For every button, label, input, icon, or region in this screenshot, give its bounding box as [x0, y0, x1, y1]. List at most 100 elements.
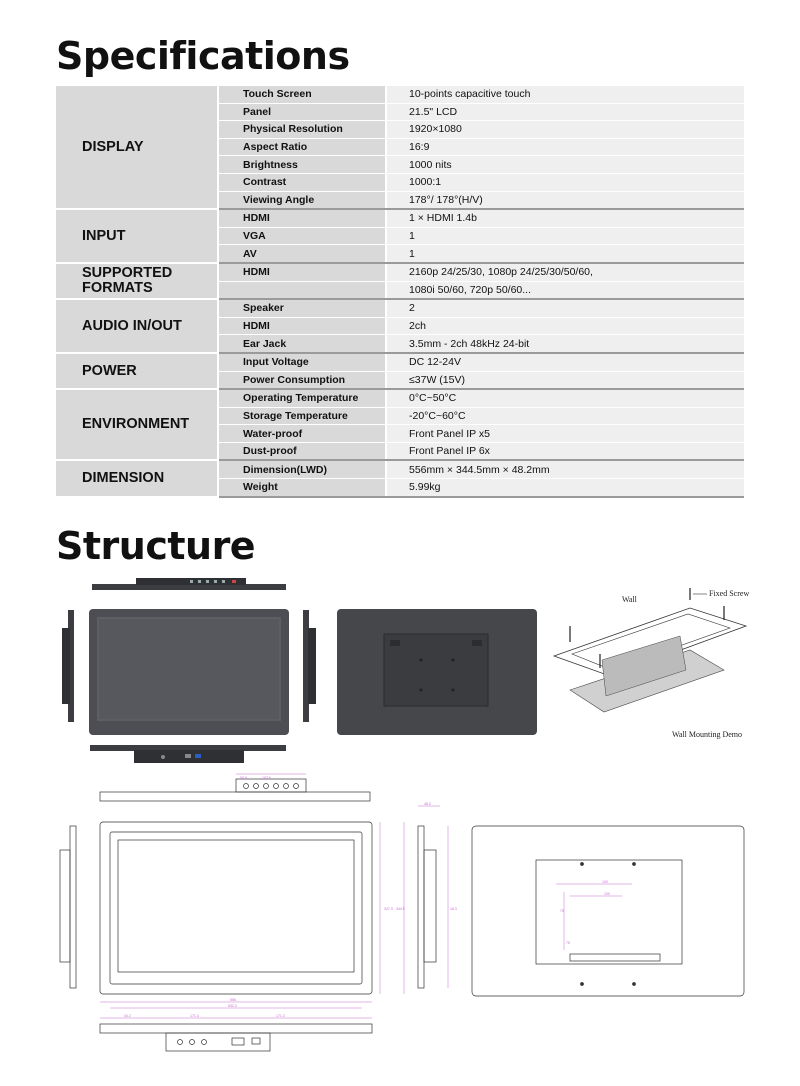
- spec-value: 1000:1: [386, 173, 744, 192]
- spec-category: SUPPORTED FORMATS: [56, 262, 219, 301]
- spec-label: HDMI: [218, 317, 387, 336]
- spec-category: DIMENSION: [56, 460, 219, 498]
- spec-value: Front Panel IP 6x: [386, 442, 744, 462]
- spec-value: 1 × HDMI 1.4b: [386, 209, 744, 228]
- spec-value: 2160p 24/25/30, 1080p 24/25/30/50/60,: [386, 262, 744, 282]
- spec-label: HDMI: [218, 209, 387, 228]
- spec-value: 556mm × 344.5mm × 48.2mm: [386, 460, 744, 480]
- specifications-heading: Specifications: [56, 34, 350, 78]
- dim-bottom-a: 556: [230, 998, 236, 1002]
- spec-value: 1: [386, 227, 744, 246]
- spec-label: Dimension(LWD): [218, 460, 387, 480]
- spec-value: 1080i 50/60, 720p 50/60...: [386, 281, 744, 301]
- spec-label: VGA: [218, 227, 387, 246]
- dim-rear-d: 75: [566, 941, 570, 945]
- dim-rear-c: 75: [560, 909, 564, 913]
- spec-value: 0°C~50°C: [386, 389, 744, 408]
- dim-bottom-b: 532.3: [228, 1004, 237, 1008]
- spec-row: Storage Temperature-20°C~60°C: [56, 407, 744, 426]
- right-technical-view: [417, 805, 449, 989]
- dim-bottom-part-b: 171.3: [190, 1014, 199, 1018]
- spec-label: HDMI: [218, 262, 387, 282]
- spec-label: Power Consumption: [218, 371, 387, 391]
- spec-value: 5.99kg: [386, 478, 744, 498]
- spec-category: ENVIRONMENT: [56, 389, 219, 462]
- wall-mounting-demo-label: Wall Mounting Demo: [672, 730, 742, 739]
- spec-category: INPUT: [56, 209, 219, 264]
- top-edge-view: [92, 578, 286, 590]
- spec-value: 21.5" LCD: [386, 103, 744, 122]
- rear-technical-view: [471, 825, 745, 997]
- dim-bottom-part-c: 171.3: [276, 1014, 285, 1018]
- left-technical-view: [59, 825, 77, 989]
- spec-value: 1: [386, 244, 744, 264]
- wall-label: Wall: [622, 595, 638, 604]
- bottom-edge-view: [90, 745, 286, 763]
- structure-heading: Structure: [56, 524, 256, 568]
- dim-rear-a: 100: [602, 880, 608, 884]
- spec-value: 16:9: [386, 138, 744, 157]
- spec-value: DC 12-24V: [386, 352, 744, 372]
- spec-label: Input Voltage: [218, 352, 387, 372]
- spec-row: Power Consumption≤37W (15V): [56, 371, 744, 391]
- spec-label: Brightness: [218, 155, 387, 174]
- dim-right-d: 16.3: [450, 907, 457, 911]
- dim-right-c: 48.2: [424, 802, 431, 806]
- spec-category: AUDIO IN/OUT: [56, 299, 219, 354]
- spec-label: Ear Jack: [218, 334, 387, 354]
- fixed-screw-label: Fixed Screw: [709, 589, 749, 598]
- top-technical-view: [99, 773, 371, 802]
- spec-row: 1080i 50/60, 720p 50/60...: [56, 281, 744, 301]
- spec-label: Touch Screen: [218, 86, 387, 104]
- left-side-view: [62, 610, 74, 722]
- dim-top-b: 103.6: [262, 776, 271, 780]
- spec-category: DISPLAY: [56, 86, 219, 211]
- front-technical-view: [99, 821, 405, 1009]
- spec-value: 3.5mm - 2ch 48kHz 24-bit: [386, 334, 744, 354]
- spec-label: Storage Temperature: [218, 407, 387, 426]
- spec-label: Dust-proof: [218, 442, 387, 462]
- right-side-view: [303, 610, 316, 722]
- spec-value: ≤37W (15V): [386, 371, 744, 391]
- spec-label: Weight: [218, 478, 387, 498]
- spec-value: 2ch: [386, 317, 744, 336]
- spec-label: Viewing Angle: [218, 191, 387, 211]
- spec-label: Operating Temperature: [218, 389, 387, 408]
- rear-view-photo: [337, 609, 537, 735]
- spec-label: Panel: [218, 103, 387, 122]
- spec-label: Water-proof: [218, 424, 387, 443]
- spec-label: Speaker: [218, 299, 387, 318]
- spec-value: 178°/ 178°(H/V): [386, 191, 744, 211]
- spec-label: Contrast: [218, 173, 387, 192]
- spec-value: 10-points capacitive touch: [386, 86, 744, 104]
- spec-value: 1920×1080: [386, 120, 744, 139]
- spec-label: AV: [218, 244, 387, 264]
- dim-right-b: 327.3: [384, 907, 393, 911]
- spec-label: Physical Resolution: [218, 120, 387, 139]
- bottom-technical-view: [99, 1017, 373, 1052]
- spec-category: POWER: [56, 352, 219, 391]
- dim-bottom-part-a: 34.2: [124, 1014, 131, 1018]
- dim-rear-b: 100: [604, 892, 610, 896]
- spec-value: 1000 nits: [386, 155, 744, 174]
- dim-right-a: 344.5: [396, 907, 405, 911]
- dim-top-a: 50.9: [240, 776, 247, 780]
- spec-value: 2: [386, 299, 744, 318]
